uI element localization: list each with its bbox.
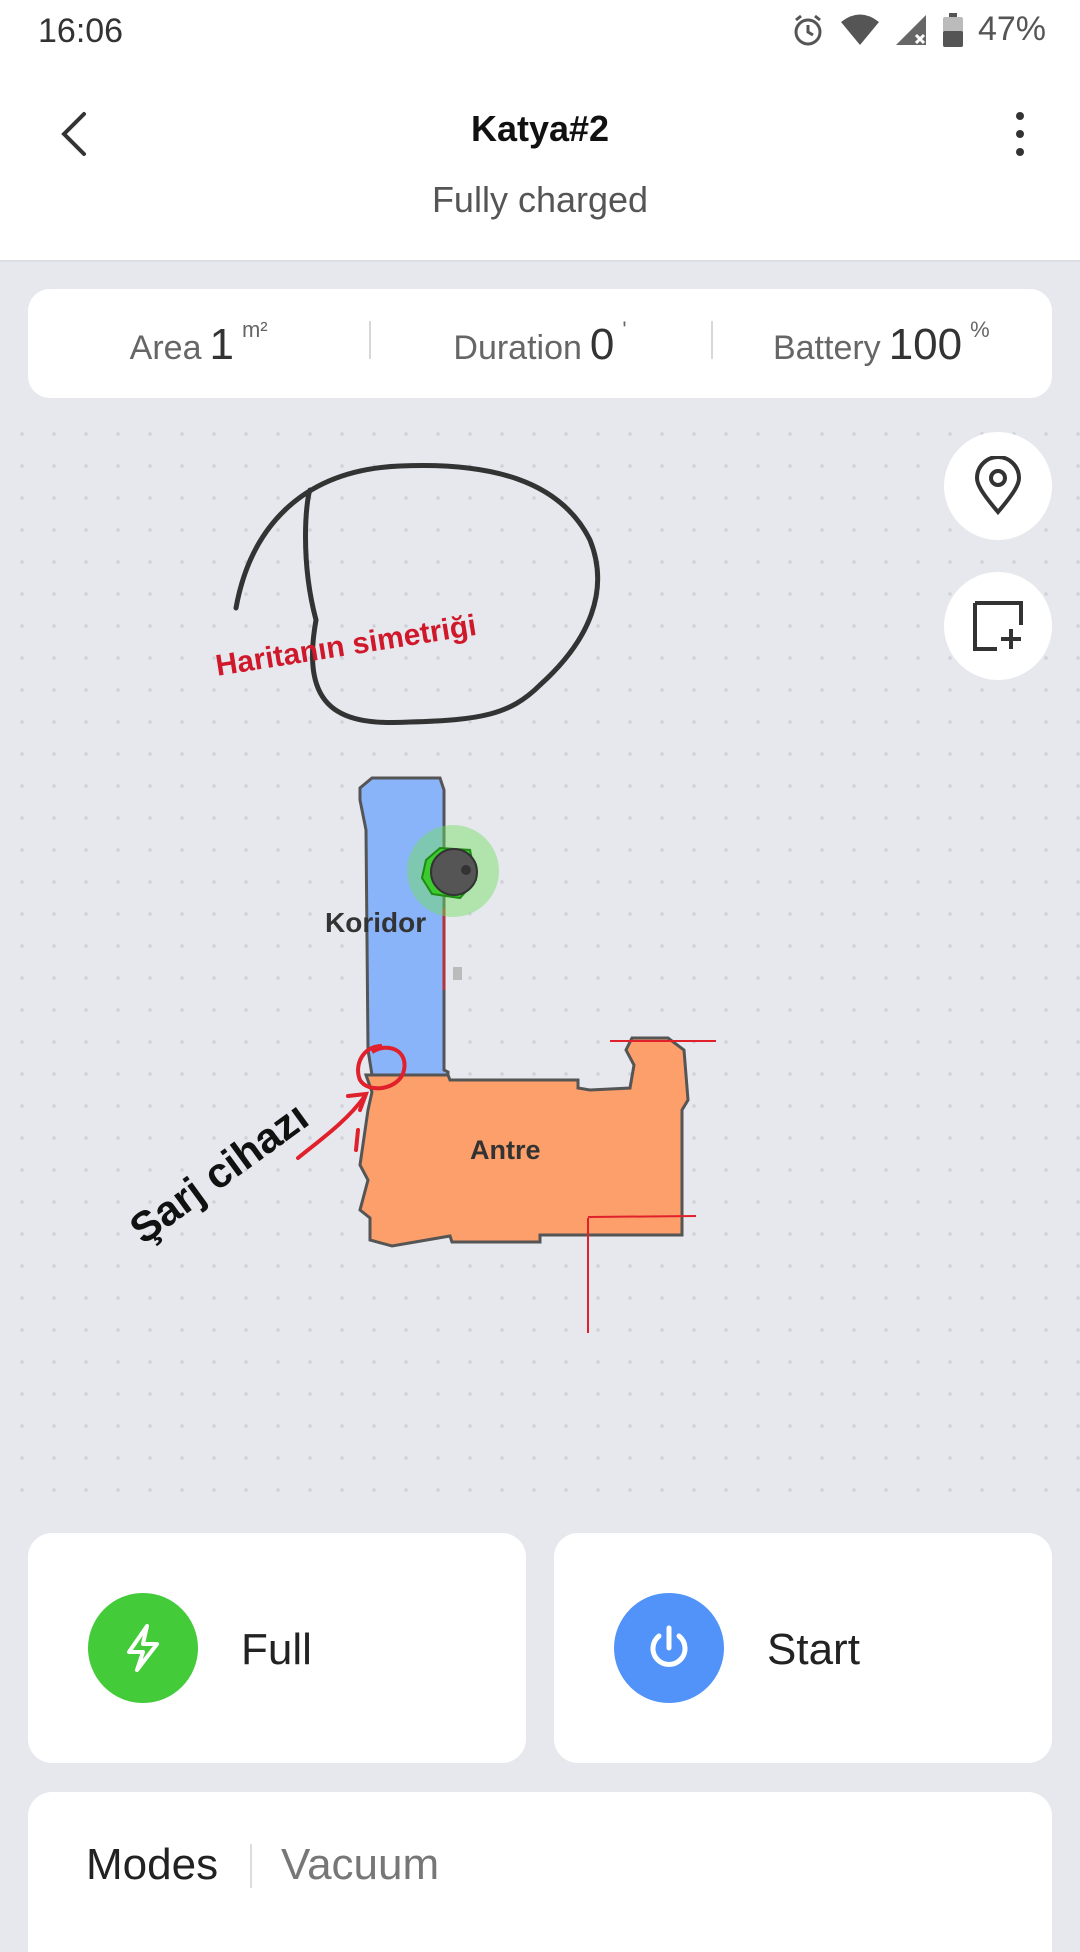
add-room-icon (973, 601, 1023, 651)
location-pin-icon (974, 456, 1022, 516)
modes-title: Modes (86, 1840, 219, 1889)
locate-button[interactable] (944, 432, 1052, 540)
modes-panel[interactable]: Modes Vacuum (28, 1792, 1052, 1952)
back-button[interactable] (48, 104, 100, 164)
stat-area-unit: m² (241, 317, 268, 342)
stat-duration-unit: ' (622, 317, 627, 342)
power-icon (650, 1625, 688, 1667)
start-card[interactable]: Start (554, 1533, 1052, 1763)
annotation-charger-circle (356, 1044, 407, 1091)
modes-value[interactable]: Vacuum (281, 1840, 440, 1889)
stat-battery-unit: % (970, 317, 990, 342)
charger-dock (453, 967, 462, 980)
chevron-left-icon (61, 112, 86, 156)
full-label: Full (241, 1625, 312, 1674)
room-label-antre: Antre (470, 1135, 541, 1165)
full-icon-circle (88, 1593, 198, 1703)
cleaning-map[interactable]: Haritanın simetriği Şarj cihazı Koridor … (0, 410, 1080, 1520)
battery-percent: 47% (977, 10, 1046, 48)
more-vertical-icon (1016, 112, 1024, 156)
page-title: Katya#2 (470, 108, 610, 149)
more-button[interactable] (1000, 104, 1040, 164)
cell-signal-icon (895, 14, 926, 45)
start-icon-circle (614, 1593, 724, 1703)
edit-room-button[interactable] (944, 572, 1052, 680)
lightning-icon (127, 1624, 159, 1672)
device-status: Fully charged (431, 179, 649, 220)
app-header: Katya#2 Fully charged (0, 64, 1080, 262)
battery-icon (942, 12, 963, 47)
annotation-circle (233, 463, 601, 726)
status-bar: 16:06 47% (0, 0, 1080, 64)
full-mode-card[interactable]: Full (28, 1533, 526, 1763)
modes-divider (250, 1844, 252, 1888)
stat-area-label: Area (129, 329, 202, 367)
wifi-icon (840, 14, 879, 45)
stat-battery-value: 100 (888, 320, 963, 369)
stat-battery-label: Battery (772, 329, 881, 367)
start-label: Start (767, 1625, 860, 1674)
annotation-arrow (296, 1091, 370, 1160)
room-antre (358, 1036, 690, 1248)
status-time: 16:06 (38, 12, 124, 50)
stat-duration-value: 0 (589, 320, 615, 369)
robot-icon (430, 848, 478, 896)
stat-duration-label: Duration (453, 329, 582, 367)
robot-sensor (461, 865, 471, 875)
status-icons: 47% (790, 10, 1046, 49)
map-drawing (233, 463, 716, 1333)
stat-area-value: 1 (209, 320, 234, 369)
virtual-wall-2 (587, 1215, 697, 1218)
room-label-koridor: Koridor (325, 907, 427, 938)
alarm-icon (794, 14, 822, 45)
